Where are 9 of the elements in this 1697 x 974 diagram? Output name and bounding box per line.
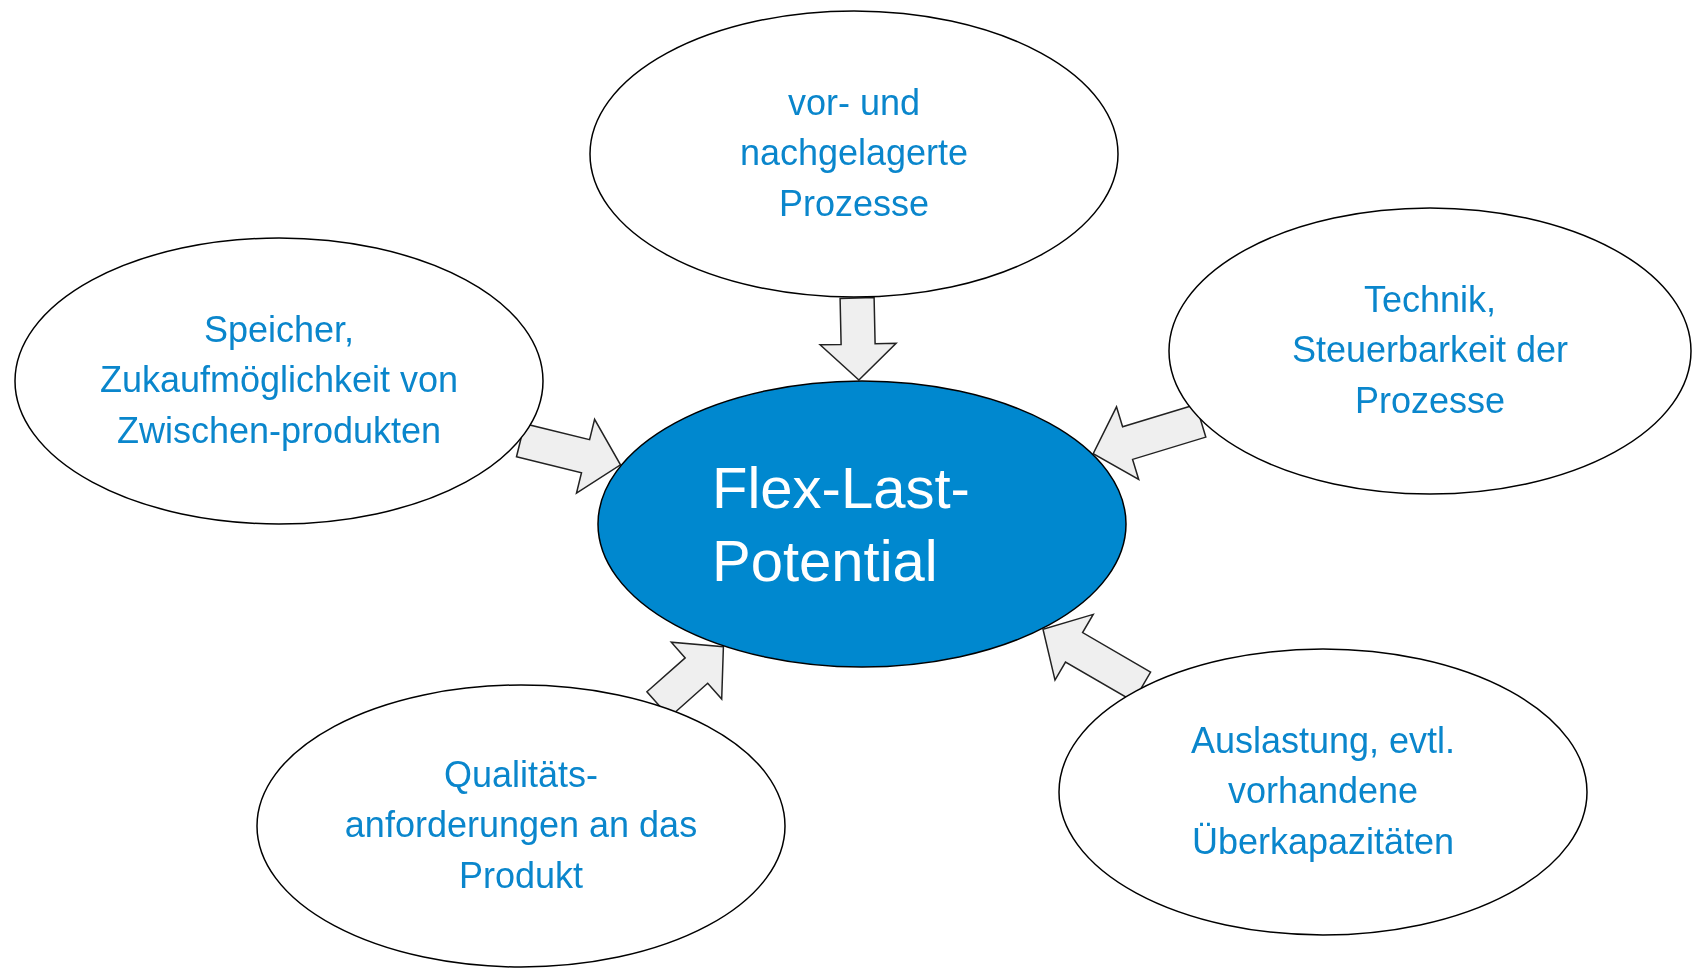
factor-label: vor- und nachgelagerte Prozesse — [738, 81, 970, 227]
central-label: Flex-Last-Potential — [712, 453, 971, 594]
block-arrow — [818, 296, 898, 382]
block-arrow — [515, 417, 622, 495]
factor-label: Qualitäts-anforderungen an das Produkt — [343, 753, 699, 899]
factor-label: Speicher, Zukaufmöglichkeit von Zwischen-produkten — [99, 308, 459, 454]
factor-label: Technik, Steuerbarkeit der Prozesse — [1290, 278, 1570, 424]
block-arrow — [1092, 403, 1207, 482]
factor-label: Auslastung, evtl. vorhandene Überkapazitäten — [1189, 719, 1457, 865]
